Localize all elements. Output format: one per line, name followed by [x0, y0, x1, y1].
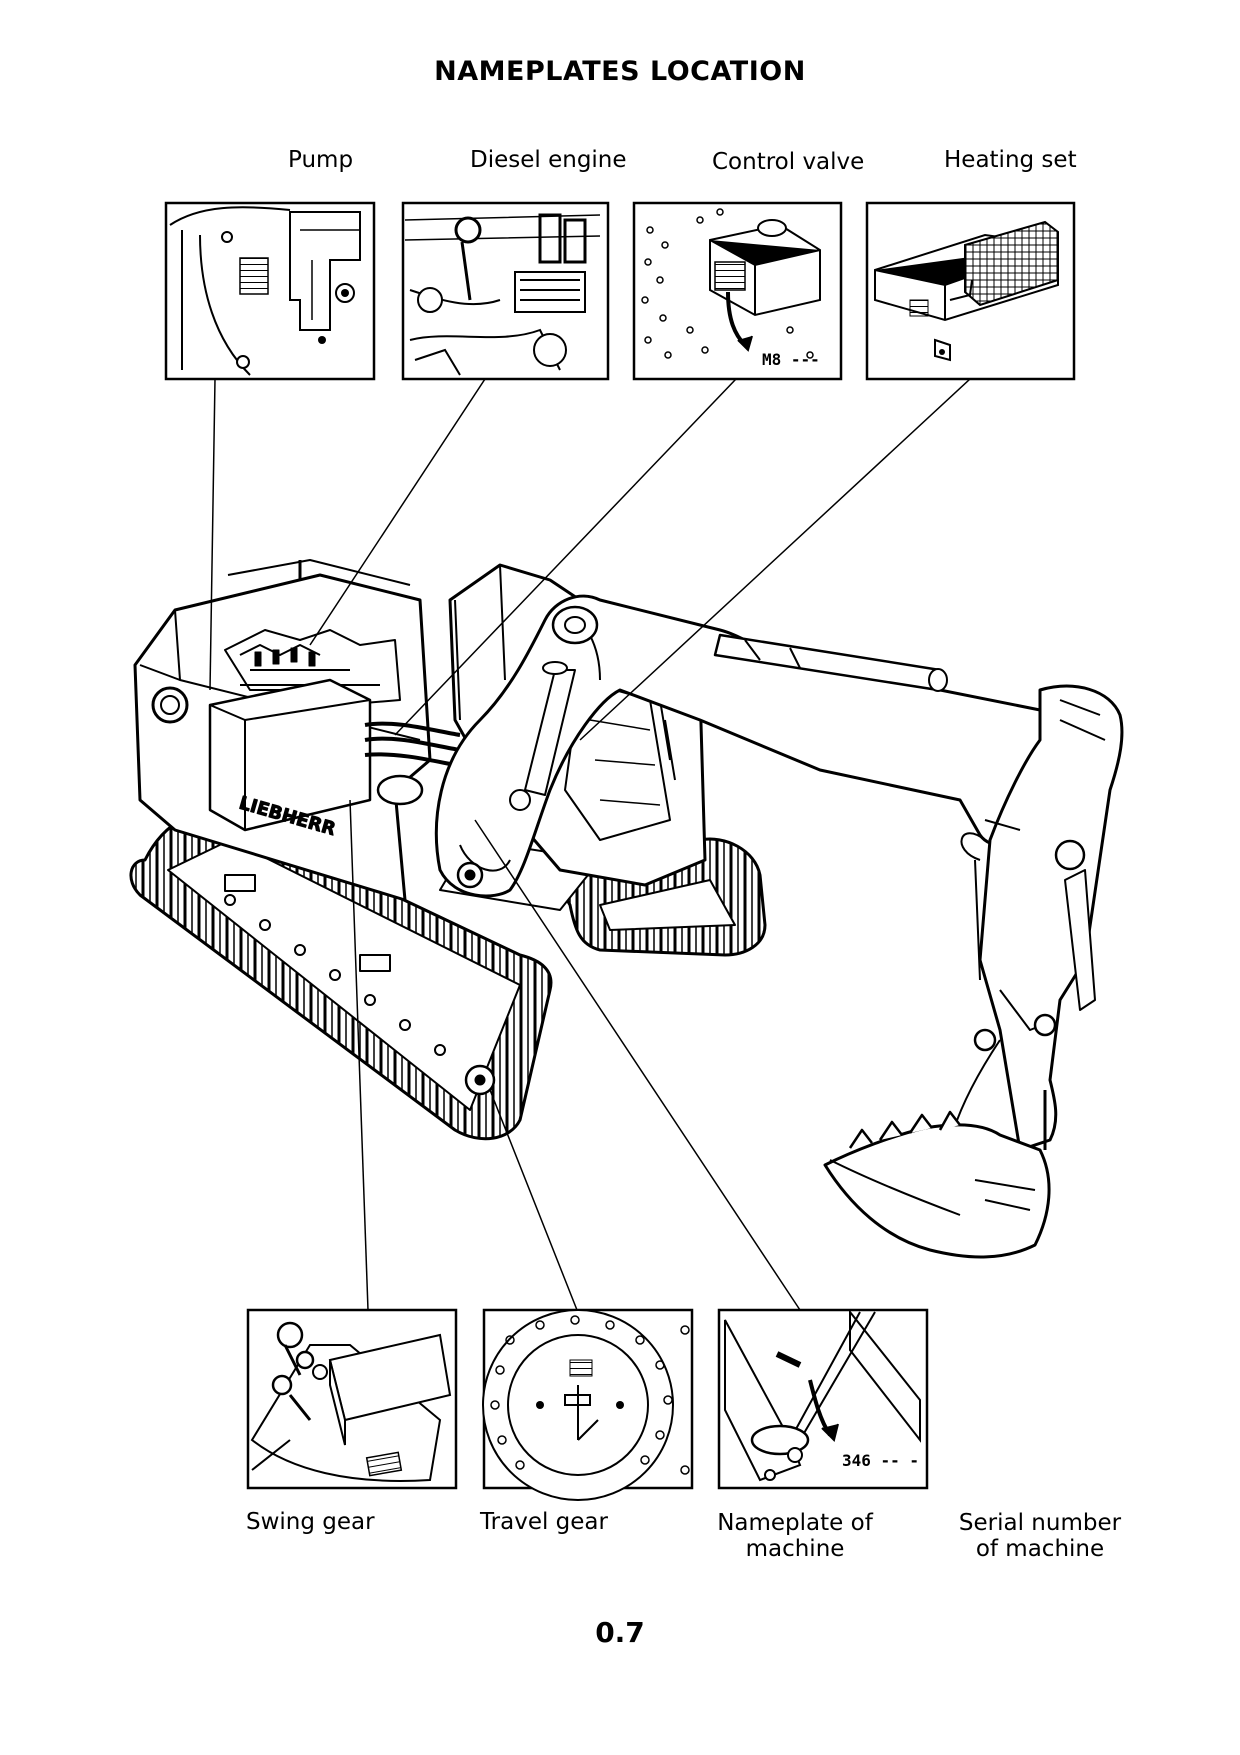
label-heating-set: Heating set	[944, 147, 1077, 173]
inset-heating-set	[865, 201, 1076, 381]
label-nameplate-of-machine: Nameplate of machine	[717, 1510, 873, 1562]
page-title: NAMEPLATES LOCATION	[434, 56, 806, 87]
callout-lines	[209, 378, 971, 1311]
label-travel-gear: Travel gear	[480, 1509, 608, 1535]
label-pump: Pump	[288, 147, 354, 173]
inset-travel-gear	[482, 1308, 694, 1501]
label-serial-number-of-machine: Serial number of machine	[958, 1510, 1122, 1562]
label-swing-gear: Swing gear	[246, 1509, 375, 1535]
serial-code: 346 -- -	[842, 1451, 919, 1470]
inset-swing-gear	[246, 1308, 458, 1490]
inset-diesel-engine	[401, 201, 610, 381]
inset-control-valve: M8 ---	[632, 201, 843, 381]
label-diesel-engine: Diesel engine	[470, 147, 627, 173]
label-control-valve: Control valve	[712, 149, 865, 175]
page-number: 0.7	[595, 1616, 645, 1649]
inset-pump	[164, 201, 376, 381]
control-valve-code: M8 ---	[762, 350, 820, 369]
excavator-illustration: LIEBHERR	[129, 559, 1124, 1259]
inset-nameplate-of-machine: 346 -- -	[717, 1308, 929, 1490]
